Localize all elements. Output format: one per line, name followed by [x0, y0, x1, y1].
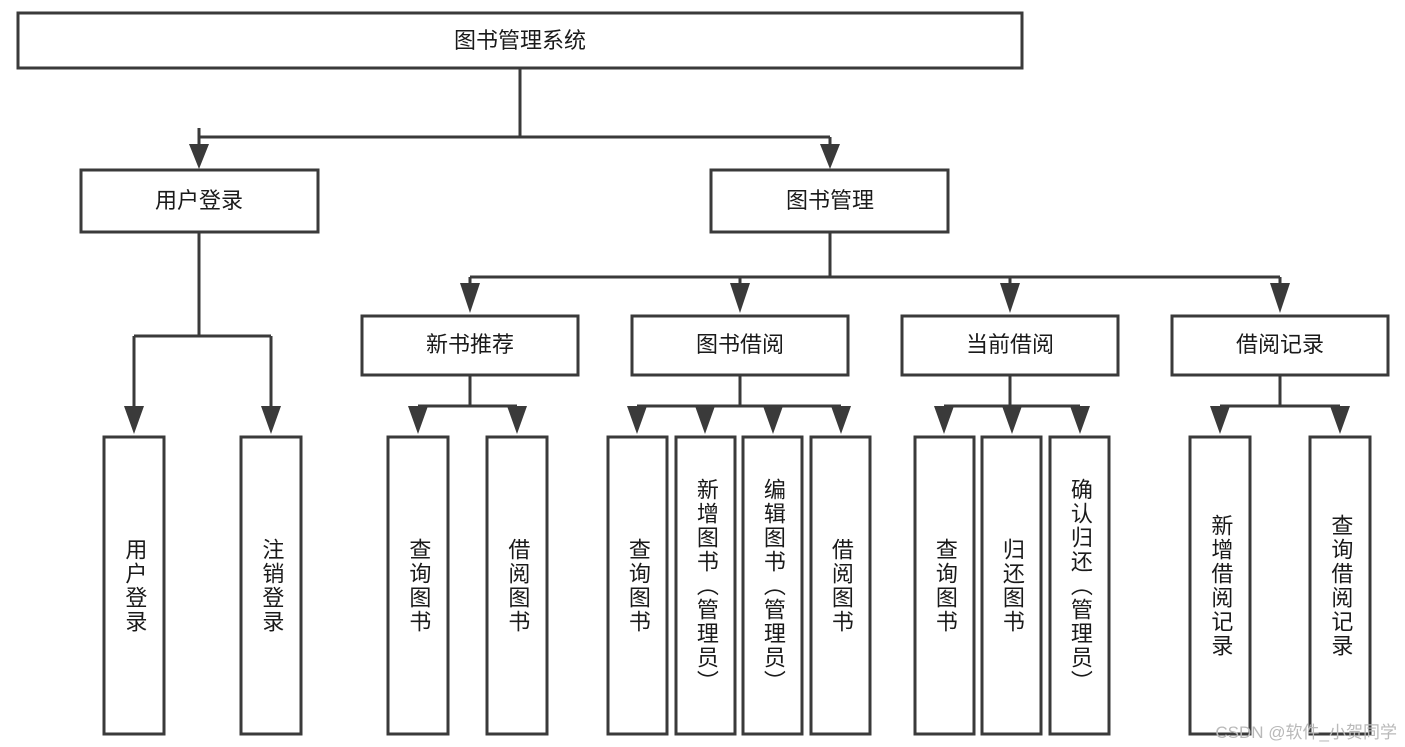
connector-group-currentborrow — [934, 375, 1090, 434]
arrowhead-bookmanage-bookborrow — [730, 283, 750, 313]
node-new-book-rec[interactable]: 新书推荐 — [360, 314, 580, 377]
node-leaf-rec-borrow-rect[interactable] — [485, 435, 549, 736]
node-current-borrow-rect[interactable] — [900, 314, 1120, 377]
node-new-book-rec-label: 新书推荐 — [426, 332, 514, 357]
node-user-login-rect[interactable] — [79, 168, 320, 234]
node-leaf-borrow-query-rect[interactable] — [606, 435, 669, 736]
arrowhead-bookmanage-borrowrecord — [1270, 283, 1290, 313]
arrowhead-bookmanage-newbook — [460, 283, 480, 313]
node-borrow-record-rect[interactable] — [1170, 314, 1390, 377]
connector-group-userlogin — [124, 232, 281, 434]
node-leaf-cur-confirm-rect[interactable] — [1048, 435, 1111, 736]
node-leaf-borrow-do-rect[interactable] — [809, 435, 872, 736]
node-leaf-rec-search-rect[interactable] — [1308, 435, 1372, 736]
connector-group-borrowrecord — [1210, 375, 1350, 434]
node-leaf-rec-add-rect[interactable] — [1188, 435, 1252, 736]
arrowhead-bookborrow-leaf1 — [627, 406, 647, 434]
connector-group-bookborrow — [627, 375, 851, 434]
node-current-borrow[interactable]: 当前借阅 — [900, 314, 1120, 377]
node-book-borrow[interactable]: 图书借阅 — [630, 314, 850, 377]
connector-group-root — [189, 68, 840, 169]
node-current-borrow-label: 当前借阅 — [966, 332, 1054, 357]
arrowhead-userlogin-leaf2 — [261, 406, 281, 434]
node-root[interactable]: 图书管理系统 — [16, 11, 1024, 70]
arrowhead-bookborrow-leaf4 — [831, 406, 851, 434]
node-root-label: 图书管理系统 — [454, 28, 586, 53]
arrowhead-currentborrow-leaf3 — [1070, 406, 1090, 434]
node-book-manage-rect[interactable] — [709, 168, 950, 234]
node-leaf-borrow-edit-rect[interactable] — [741, 435, 804, 736]
arrowhead-root-to-bookmanage — [820, 144, 840, 169]
node-leaf-cur-return-rect[interactable] — [980, 435, 1043, 736]
arrowhead-currentborrow-leaf2 — [1002, 406, 1022, 434]
node-user-login[interactable]: 用户登录 — [79, 168, 320, 234]
node-book-borrow-label: 图书借阅 — [696, 332, 784, 357]
node-borrow-record-label: 借阅记录 — [1236, 332, 1324, 357]
node-user-login-label: 用户登录 — [155, 188, 243, 213]
arrowhead-userlogin-leaf1 — [124, 406, 144, 434]
node-book-manage[interactable]: 图书管理 — [709, 168, 950, 234]
connector-group-bookmanage — [460, 232, 1290, 313]
arrowhead-bookborrow-leaf3 — [763, 406, 783, 434]
node-book-borrow-rect[interactable] — [630, 314, 850, 377]
node-leaf-rec-query-rect[interactable] — [386, 435, 450, 736]
connector-group-newbook — [408, 375, 527, 434]
node-leaf-user-logout-rect[interactable] — [239, 435, 303, 736]
arrowhead-borrowrecord-leaf2 — [1330, 406, 1350, 434]
node-leaf-borrow-add-rect[interactable] — [674, 435, 737, 736]
arrowhead-root-to-userlogin — [189, 144, 209, 169]
node-borrow-record[interactable]: 借阅记录 — [1170, 314, 1390, 377]
arrowhead-bookmanage-currentborrow — [1000, 283, 1020, 313]
node-book-manage-label: 图书管理 — [786, 188, 874, 213]
arrowhead-newbook-leaf1 — [408, 406, 428, 434]
node-root-rect[interactable] — [16, 11, 1024, 70]
csdn-watermark: CSDN @软件_小贺同学 — [1215, 723, 1397, 742]
arrowhead-currentborrow-leaf1 — [934, 406, 954, 434]
arrowhead-bookborrow-leaf2 — [695, 406, 715, 434]
arrowhead-borrowrecord-leaf1 — [1210, 406, 1230, 434]
node-leaf-user-login-rect[interactable] — [102, 435, 166, 736]
node-leaf-cur-query-rect[interactable] — [913, 435, 976, 736]
node-new-book-rec-rect[interactable] — [360, 314, 580, 377]
arrowhead-newbook-leaf2 — [507, 406, 527, 434]
